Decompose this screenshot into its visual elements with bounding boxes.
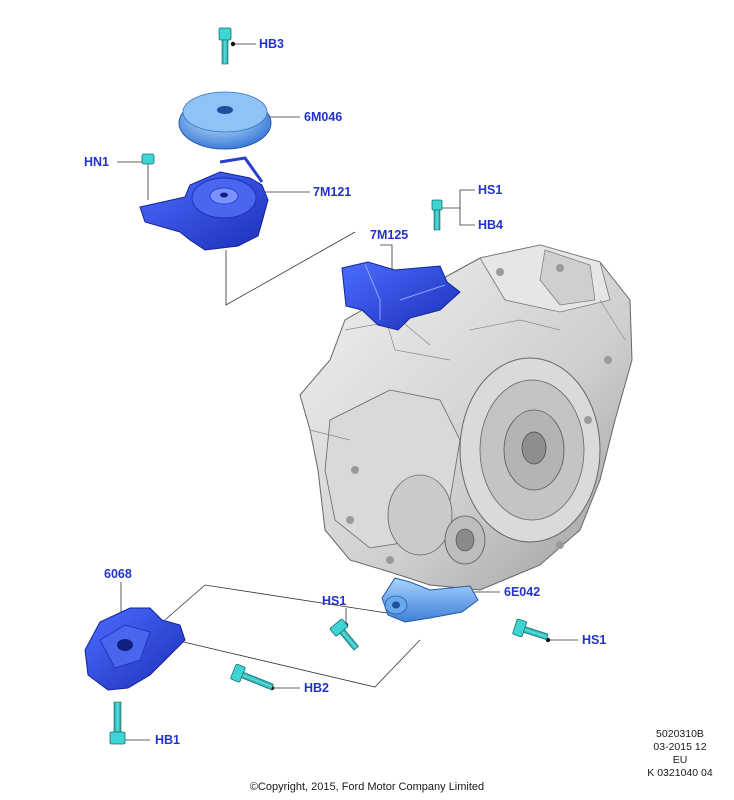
fastener-hs1-right — [512, 618, 549, 641]
transmission-assembly — [299, 244, 633, 591]
fastener-hs1-hb4 — [431, 199, 443, 231]
reference-region: EU — [672, 754, 688, 766]
leader-hs1-top — [437, 189, 475, 209]
part-6068-mount — [84, 607, 186, 691]
part-7m121-mount — [139, 156, 269, 251]
part-6e042-arm — [381, 577, 479, 623]
callout-labels: HB3 6M046 HN1 7M121 HS1 HB4 7M125 6068 H… — [84, 37, 606, 747]
callout-hb4: HB4 — [478, 218, 503, 232]
callout-hb2: HB2 — [304, 681, 329, 695]
fastener-hn1 — [141, 153, 155, 165]
part-7m125-bracket — [341, 261, 461, 331]
leader-hb4 — [459, 208, 475, 226]
fastener-hb1 — [109, 701, 126, 745]
callout-6m046: 6M046 — [304, 110, 342, 124]
fastener-hs1-left — [329, 618, 360, 651]
assembly-line-lower-a — [164, 584, 401, 621]
assembly-line-upper — [225, 231, 356, 306]
callout-7m125: 7M125 — [370, 228, 408, 242]
callout-6e042: 6E042 — [504, 585, 540, 599]
fastener-hb3 — [218, 27, 232, 65]
callout-7m121: 7M121 — [313, 185, 351, 199]
callout-hs1-top: HS1 — [478, 183, 502, 197]
leader-lines — [117, 43, 578, 741]
document-reference-block: 5020310B 03-2015 12 EU K 0321040 04 — [636, 728, 724, 780]
assembly-line-lower-b — [174, 639, 421, 688]
callout-hs1-right: HS1 — [582, 633, 606, 647]
callout-6068: 6068 — [104, 567, 132, 581]
reference-code: 5020310B — [656, 728, 704, 740]
part-6m046-disk — [178, 91, 272, 150]
reference-id: K 0321040 04 — [647, 767, 713, 779]
leader-7m125 — [380, 244, 393, 278]
reference-date: 03-2015 12 — [653, 741, 707, 753]
leader-hn1 — [117, 161, 149, 200]
callout-hb3: HB3 — [259, 37, 284, 51]
copyright-notice: ©Copyright, 2015, Ford Motor Company Lim… — [249, 781, 485, 793]
fastener-hb2 — [230, 663, 274, 691]
callout-hb1: HB1 — [155, 733, 180, 747]
callout-hs1-left: HS1 — [322, 594, 346, 608]
callout-hn1: HN1 — [84, 155, 109, 169]
